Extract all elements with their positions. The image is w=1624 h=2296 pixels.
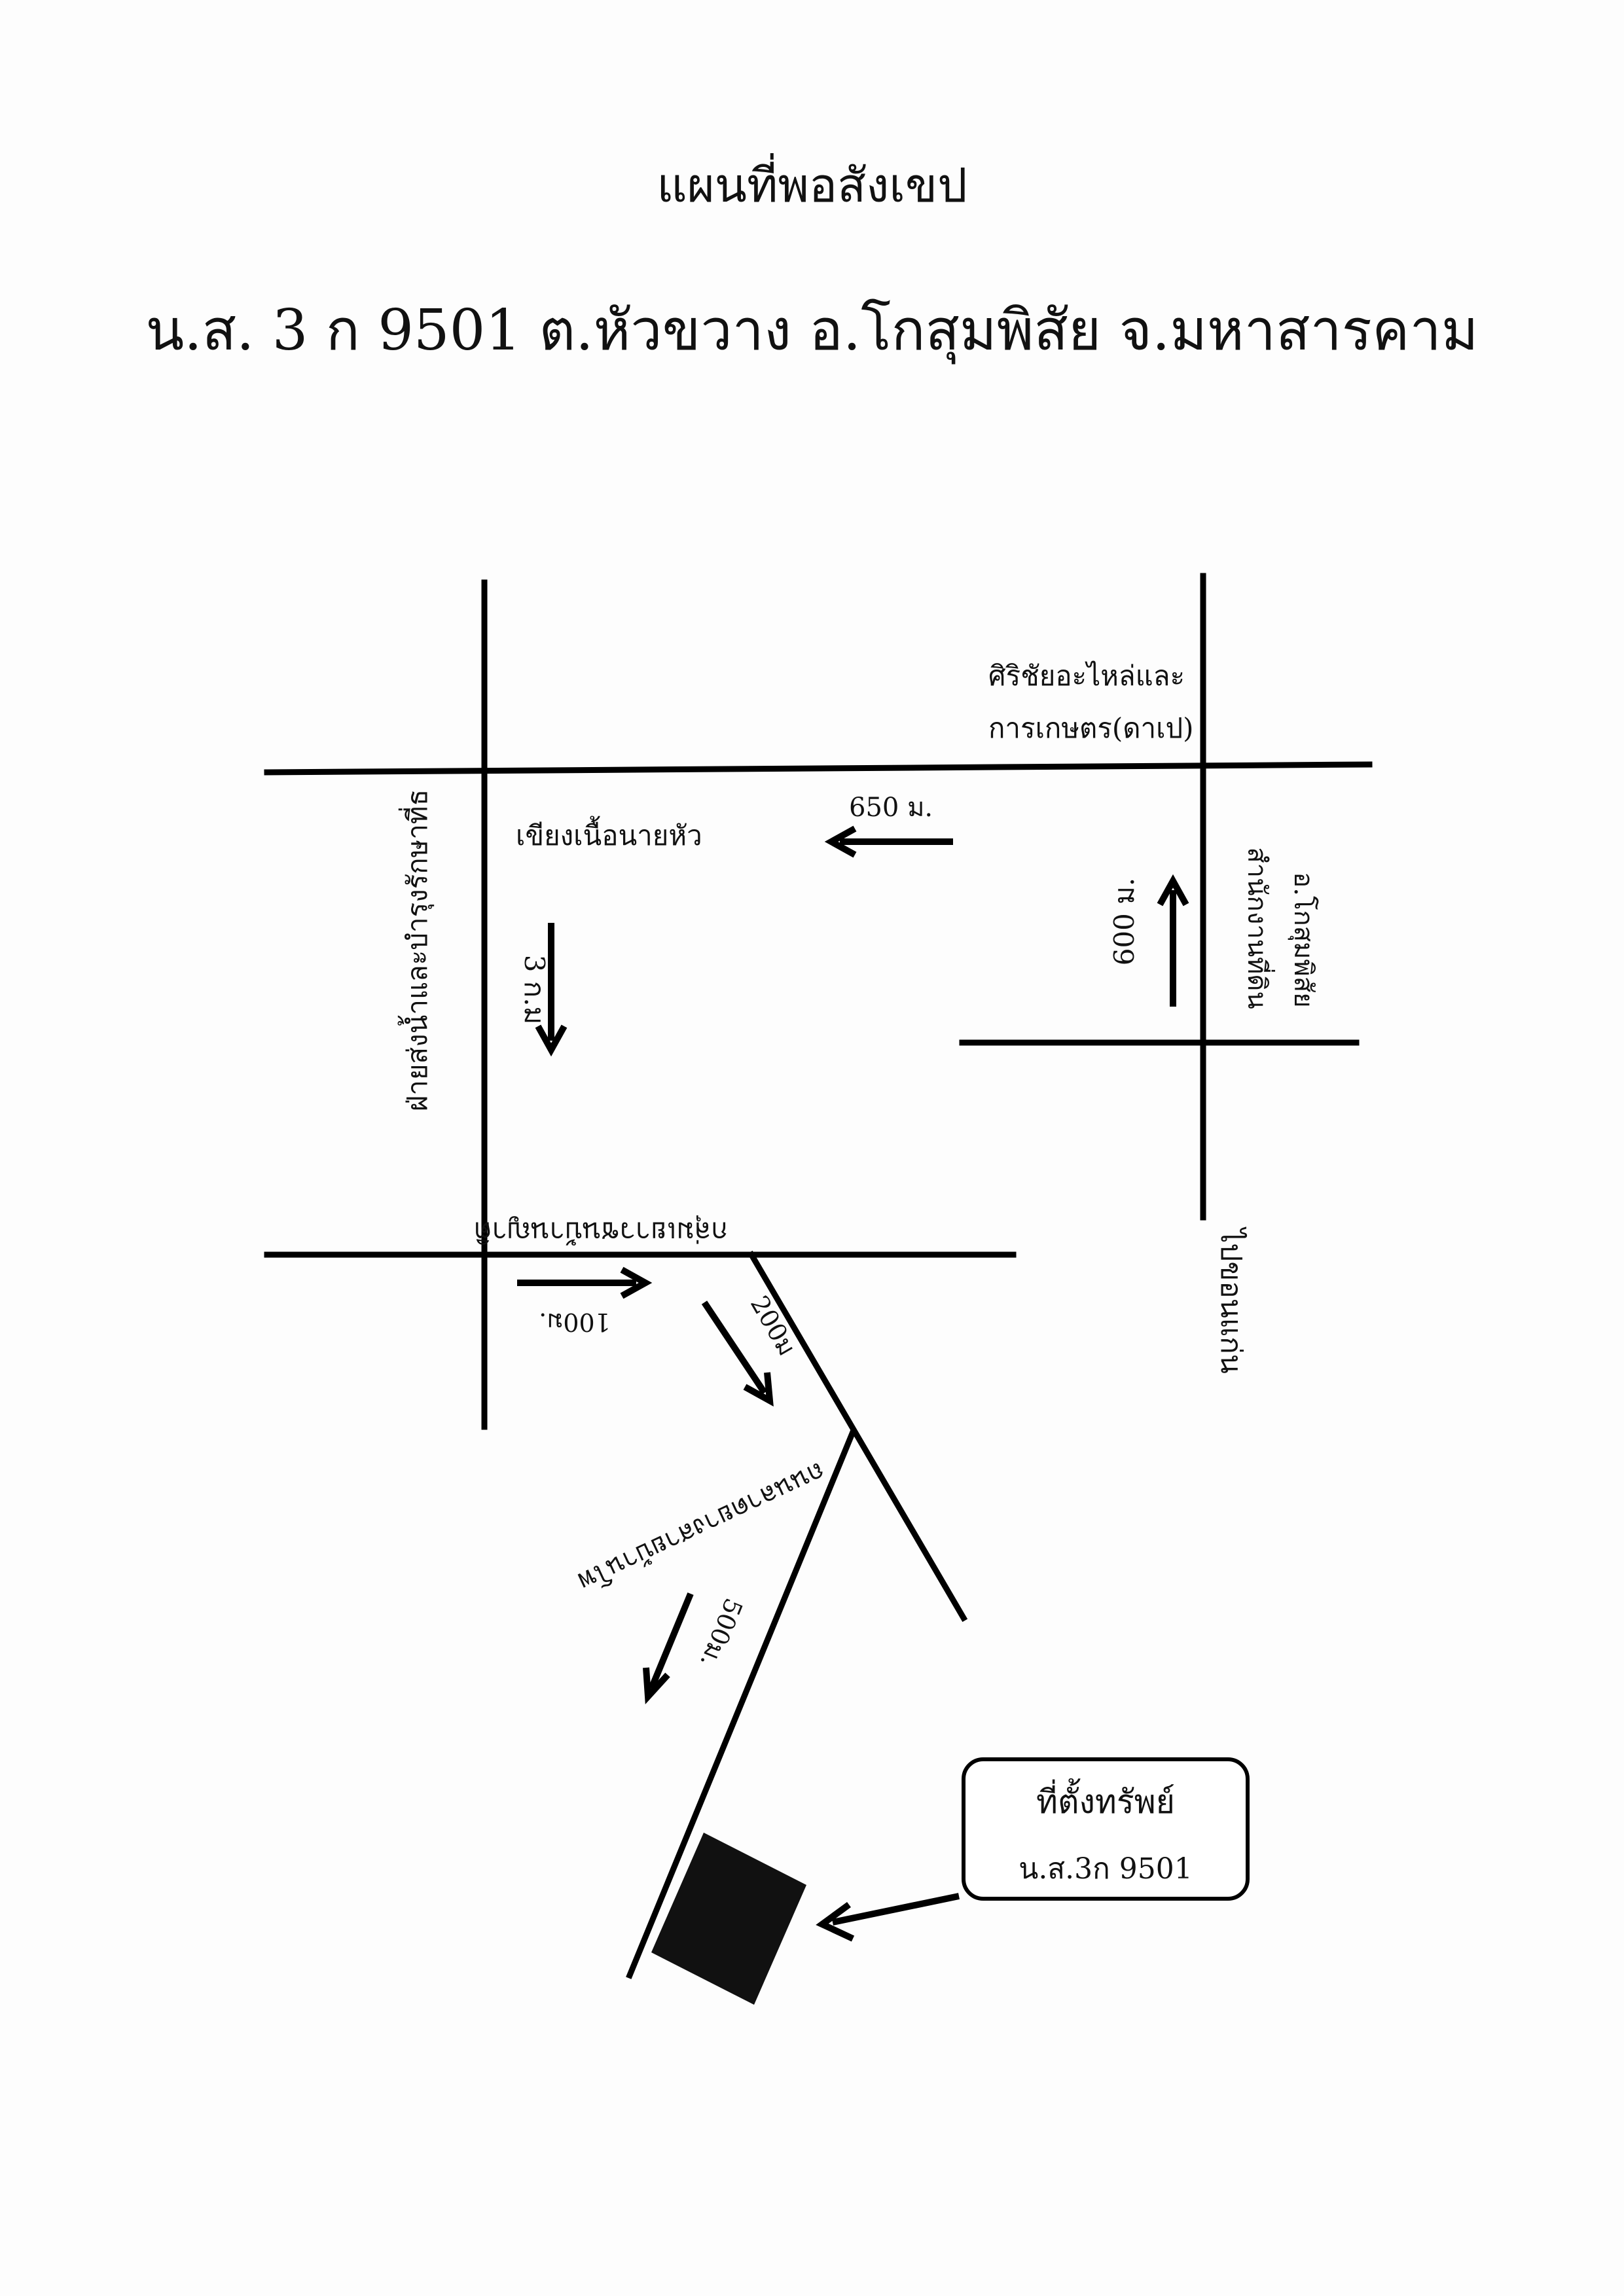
label-distance-650: 650 ม. bbox=[849, 793, 933, 823]
road-diagonal-southeast bbox=[747, 1250, 968, 1623]
label-khiang: เขียงเนื้อนายหัว bbox=[516, 816, 702, 852]
arrow-600-head bbox=[1157, 874, 1189, 906]
label-to-khon-kaen: ไปขอนแก่น bbox=[1214, 1227, 1248, 1374]
arrow-650-head bbox=[824, 825, 857, 858]
location-box bbox=[962, 1757, 1250, 1901]
arrow-200-shaft bbox=[701, 1300, 768, 1395]
road-diagonal-southwest bbox=[626, 1429, 856, 1979]
label-siri-line1: ศิริชัยอะไหล่และ bbox=[988, 660, 1185, 692]
location-box-doc: น.ส.3ก 9501 bbox=[1019, 1852, 1193, 1886]
arrow-200-head bbox=[743, 1372, 774, 1407]
label-siri-line2: การเกษตร(ดาเป) bbox=[988, 712, 1194, 744]
label-irrigation: ฝ่ายส่งน้ำและบำรุงรักษาที่ธ bbox=[397, 789, 435, 1112]
pointer-arrow-shaft bbox=[831, 1893, 960, 1926]
page-subtitle: น.ส. 3 ก 9501 ต.หัวขวาง อ.โกสุมพิสัย จ.ม… bbox=[145, 298, 1479, 363]
property-parcel bbox=[651, 1833, 806, 2005]
arrow-100-head bbox=[620, 1266, 653, 1299]
label-distance-500: 500ม. bbox=[695, 1594, 748, 1672]
label-distance-600: 600 ม. bbox=[1108, 878, 1140, 966]
arrow-3km-head bbox=[535, 1024, 568, 1057]
label-land-office-line1: สำนักงานที่ดิน bbox=[1242, 847, 1275, 1009]
arrow-500-head bbox=[643, 1667, 670, 1705]
road-north-horizontal bbox=[264, 761, 1373, 776]
label-village-road: กลุ่มเยาวชนบ้านญาติ bbox=[474, 1215, 728, 1248]
page-title: แผนที่พอสังเขป bbox=[657, 158, 967, 213]
pointer-arrow-head bbox=[816, 1901, 855, 1942]
label-distance-100: 100ม. bbox=[539, 1308, 611, 1336]
arrow-500-shaft bbox=[648, 1592, 694, 1690]
location-box-title: ที่ตั้งทรัพย์ bbox=[1036, 1778, 1175, 1821]
label-land-office-line2: อ.โกสุมพิสัย bbox=[1288, 872, 1318, 1007]
label-distance-3km: 3 ก.ม bbox=[518, 955, 550, 1025]
